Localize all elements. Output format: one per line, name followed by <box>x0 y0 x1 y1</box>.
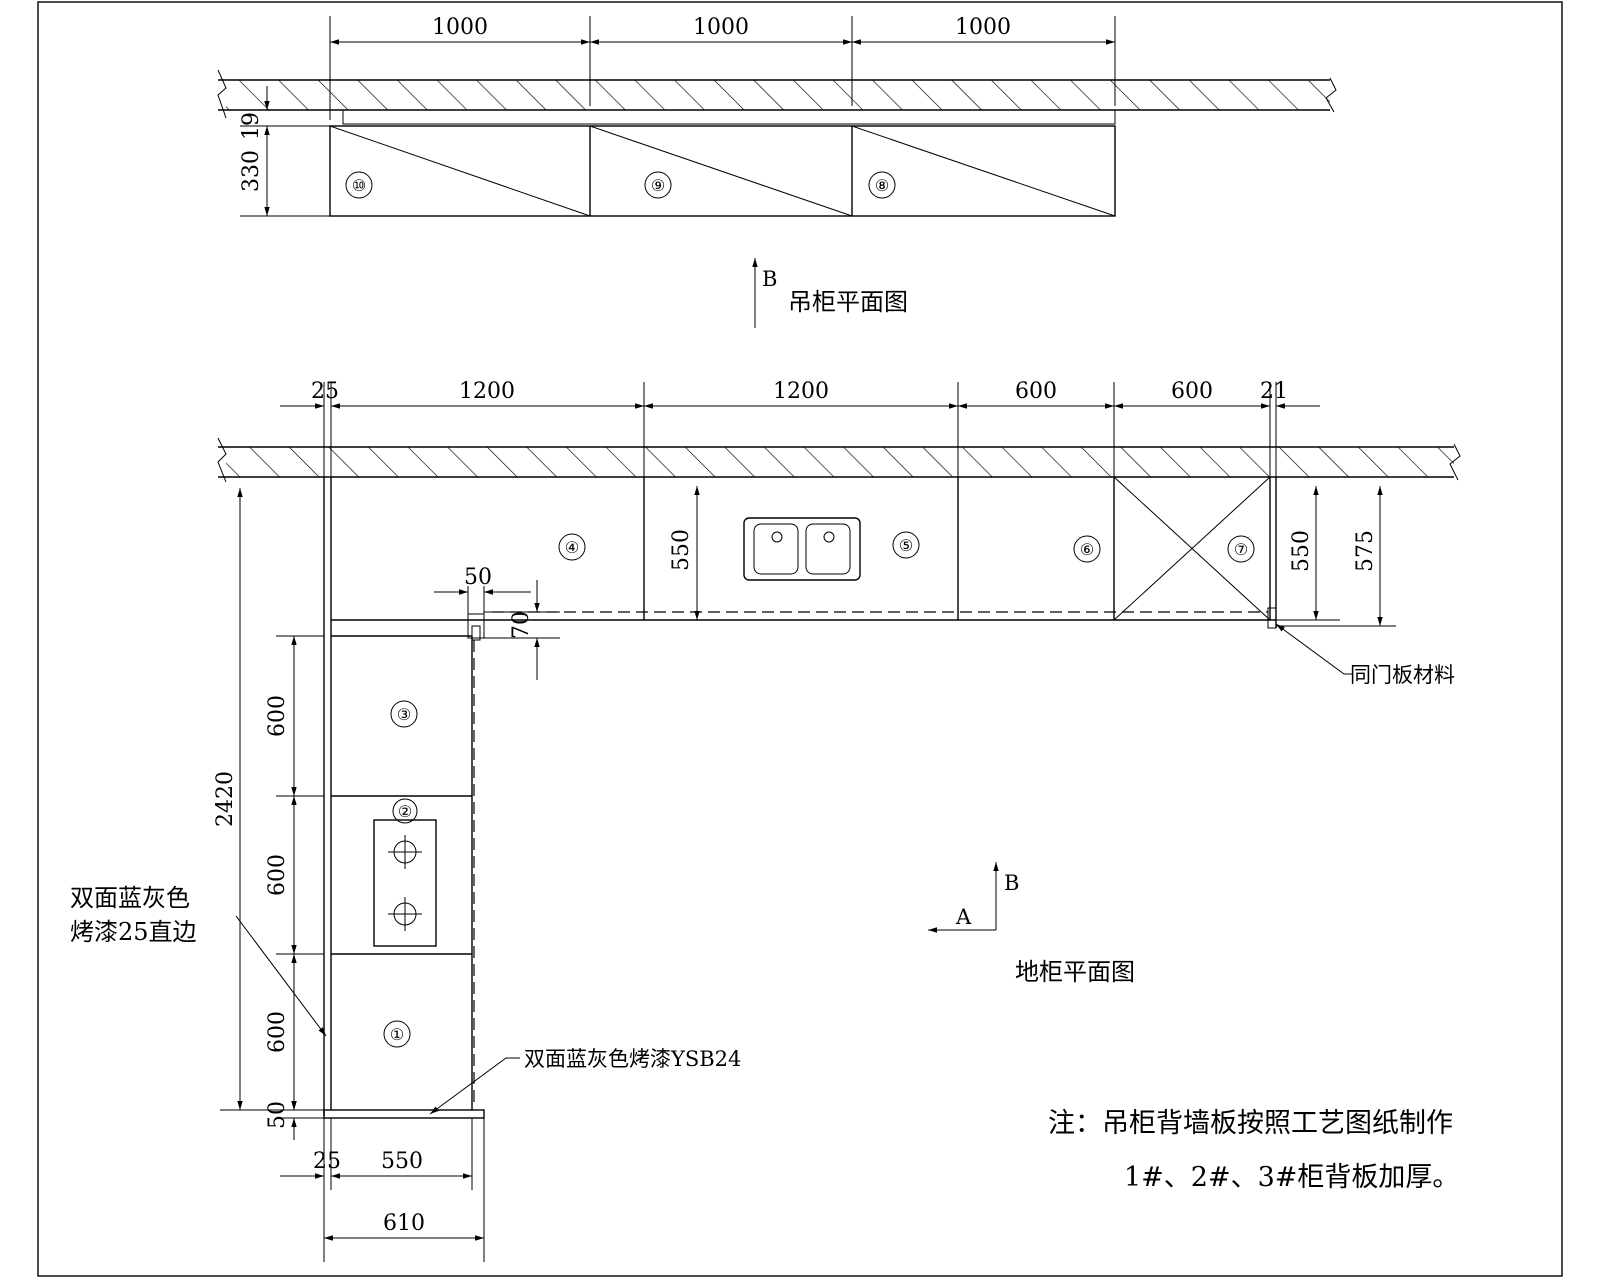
wall-depth-330: 330 <box>239 150 264 192</box>
base-width-25: 25 <box>311 379 339 404</box>
bottom-dim-610: 610 <box>383 1211 425 1236</box>
cabinet-number-4: ④ <box>565 538 579 557</box>
wall-cabinet-body <box>329 125 1116 217</box>
cabinet-number-6: ⑥ <box>1080 540 1094 559</box>
wall-width-1: 1000 <box>432 15 488 40</box>
wall-back-strip <box>342 109 1116 125</box>
cabinet-tag-8 <box>868 171 896 199</box>
wall-width-2: 1000 <box>693 15 749 40</box>
bottom-dimensions: 25 550 610 <box>280 1118 485 1262</box>
base-width-1200-b: 1200 <box>773 379 829 404</box>
label-edge-panel-line2: 烤漆25直边 <box>70 918 197 946</box>
label-same-material: 同门板材料 <box>1350 663 1455 687</box>
upper-wall <box>217 69 1337 119</box>
leader-edge-panel <box>235 915 327 1037</box>
cabinet-tag-2 <box>392 798 418 824</box>
base-width-dimensions: 25 1200 1200 600 600 21 <box>280 379 1320 620</box>
left-seg-600-mid: 600 <box>265 854 290 896</box>
cabinet-tag-7 <box>1227 535 1255 563</box>
view-arrows-ab: A B <box>928 862 1019 933</box>
cabinet-number-9: ⑨ <box>651 176 665 195</box>
sink <box>743 517 861 581</box>
gap-width-50: 50 <box>464 565 492 590</box>
lower-wall <box>217 437 1461 483</box>
cabinet-number-10: ⑩ <box>352 176 366 195</box>
cabinet-number-2: ② <box>398 802 412 821</box>
cabinet-tag-6 <box>1073 535 1101 563</box>
base-width-600-a: 600 <box>1015 379 1057 404</box>
right-depth-575: 575 <box>1353 530 1378 572</box>
end-panel <box>323 1109 485 1119</box>
wall-depth-19: 19 <box>239 112 264 140</box>
view-marker-a: A <box>955 905 972 929</box>
cooktop <box>373 819 437 947</box>
note-line-1: 注：吊柜背墙板按照工艺图纸制作 <box>1048 1108 1453 1139</box>
wall-width-3: 1000 <box>955 15 1011 40</box>
left-seg-50: 50 <box>265 1101 290 1129</box>
note-line-2: 1#、2#、3#柜背板加厚。 <box>1124 1162 1459 1193</box>
right-depth-dimensions: 550 575 <box>1276 486 1396 627</box>
cabinet-tag-3 <box>390 700 418 728</box>
left-seg-600-top: 600 <box>265 695 290 737</box>
view-marker-b-lower: B <box>1004 871 1019 895</box>
left-total-2420: 2420 <box>213 771 238 827</box>
cabinet-number-8: ⑧ <box>875 176 889 195</box>
right-depth-550: 550 <box>1289 530 1314 572</box>
cabinet-number-5: ⑤ <box>899 536 913 555</box>
leader-end-panel <box>429 1057 520 1115</box>
wall-depth-dimensions: 19 330 <box>239 86 330 217</box>
left-run-dimensions: 2420 600 600 600 50 <box>213 488 324 1140</box>
label-edge-panel-line1: 双面蓝灰色 <box>70 884 190 912</box>
base-width-21: 21 <box>1260 379 1288 404</box>
cabinet-tag-5 <box>892 531 920 559</box>
gap-dimensions: 50 70 <box>434 565 560 680</box>
bottom-dim-550: 550 <box>381 1149 423 1174</box>
cabinet-number-1: ① <box>390 1025 404 1044</box>
wall-cabinet-plan: ⑩ ⑨ ⑧ 1000 1000 1000 19 330 B <box>217 15 1337 328</box>
bottom-dim-25: 25 <box>313 1149 341 1174</box>
cabinet-number-7: ⑦ <box>1234 540 1248 559</box>
base-width-600-b: 600 <box>1171 379 1213 404</box>
base-cabinet-plan: 25 1200 1200 600 600 21 <box>70 379 1461 1262</box>
cabinet-tag-1 <box>383 1020 411 1048</box>
cabinet-tag-4 <box>558 533 586 561</box>
gap-depth-70: 70 <box>509 611 534 639</box>
base-plan-title: 地柜平面图 <box>1015 958 1135 986</box>
label-end-panel: 双面蓝灰色烤漆YSB24 <box>524 1047 741 1071</box>
wall-plan-title: 吊柜平面图 <box>788 288 908 316</box>
left-seg-600-bottom: 600 <box>265 1011 290 1053</box>
drawing-frame <box>37 1 1563 1277</box>
base-width-1200-a: 1200 <box>459 379 515 404</box>
cabinet-tag-9 <box>644 171 672 199</box>
cabinet-number-3: ③ <box>397 705 411 724</box>
wall-width-dimensions: 1000 1000 1000 <box>329 15 1116 120</box>
back-depth-550: 550 <box>669 529 694 571</box>
view-marker-b-upper: B <box>762 267 777 291</box>
leader-same-material <box>1275 623 1352 675</box>
cabinet-tag-10 <box>345 171 373 199</box>
